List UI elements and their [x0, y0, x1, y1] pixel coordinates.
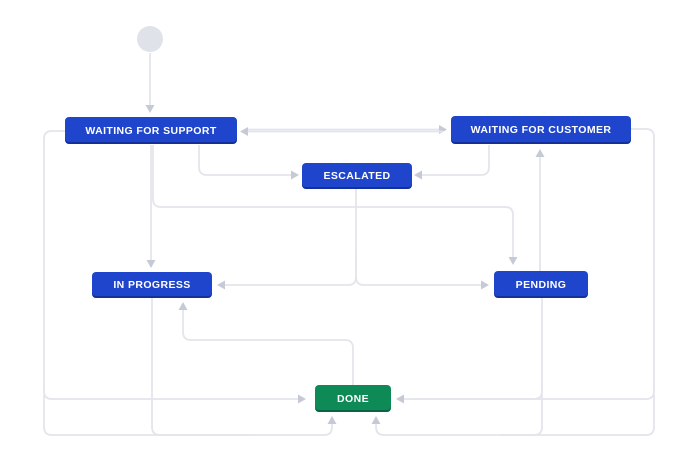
arrowhead-up-icon — [327, 416, 337, 424]
arrowhead-up-icon — [535, 149, 545, 157]
arrowhead-left-icon — [240, 127, 248, 136]
arrowhead-left-icon — [217, 280, 225, 290]
arrowhead-down-icon — [508, 257, 518, 265]
edge-waiting-for-customer-to-waiting-for-support — [240, 127, 443, 136]
status-node-waiting-for-customer[interactable]: WAITING FOR CUSTOMER — [451, 116, 631, 144]
arrowhead-left-icon — [414, 170, 422, 180]
edge-pending-bottom-join — [500, 395, 543, 436]
edge-right-bottom-channel-to-done — [371, 395, 655, 436]
status-node-pending[interactable]: PENDING — [494, 271, 588, 298]
arrowhead-right-icon — [481, 280, 489, 290]
edge-waiting-for-support-to-escalated — [198, 145, 299, 180]
arrowhead-down-icon — [146, 260, 156, 268]
edge-pending-to-done — [396, 298, 543, 404]
arrowhead-right-icon — [298, 394, 306, 404]
arrowhead-right-icon — [439, 125, 447, 134]
edge-waiting-for-support-to-waiting-for-customer — [248, 125, 447, 134]
edge-waiting-for-support-to-done — [43, 130, 306, 404]
edge-done-to-in-progress — [178, 302, 354, 385]
edge-waiting-for-customer-to-escalated — [414, 145, 490, 180]
status-node-done[interactable]: DONE — [315, 385, 391, 412]
edge-pending-to-waiting-for-customer — [535, 149, 545, 271]
status-node-waiting-for-support[interactable]: WAITING FOR SUPPORT — [65, 117, 237, 144]
arrowhead-left-icon — [396, 394, 404, 404]
edge-left-bottom-channel-to-done — [43, 395, 337, 436]
edge-waiting-for-support-to-pending — [152, 145, 518, 265]
edge-in-progress-to-done — [151, 298, 250, 436]
arrowhead-up-icon — [178, 302, 188, 310]
arrowhead-down-icon — [145, 105, 155, 113]
edge-waiting-for-customer-to-done — [410, 128, 655, 400]
edge-escalated-to-in-progress — [217, 189, 357, 290]
arrowhead-right-icon — [291, 170, 299, 180]
edge-start-to-waiting-for-support — [145, 53, 155, 113]
status-node-escalated[interactable]: ESCALATED — [302, 163, 412, 189]
edge-escalated-to-pending — [355, 250, 489, 290]
arrowhead-up-icon — [371, 416, 381, 424]
status-node-in-progress[interactable]: IN PROGRESS — [92, 272, 212, 298]
edge-waiting-for-support-to-in-progress — [146, 145, 156, 268]
start-node — [137, 26, 163, 52]
